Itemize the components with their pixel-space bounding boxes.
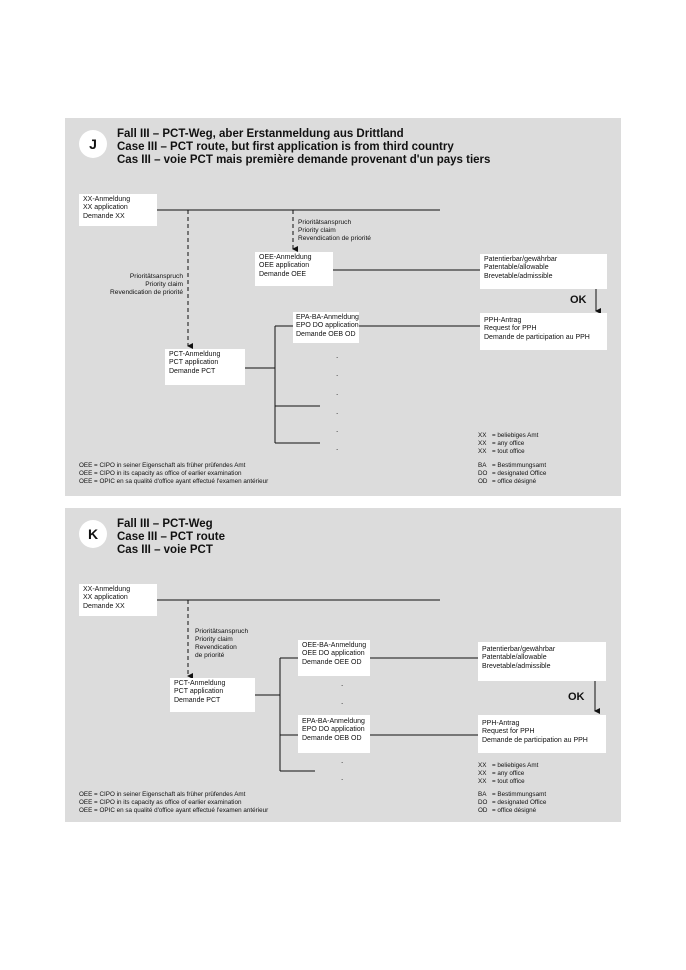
panel-k-legend-ba: BA= Bestimmungsamt DO= designated Office…: [478, 791, 547, 814]
panel-j-continuation-dot: .: [336, 443, 339, 452]
panel-j-priority-claim-right: Prioritätsanspruch Priority claim Revend…: [298, 219, 371, 242]
panel-j-continuation-dot: .: [336, 351, 339, 360]
panel-k-title-de: Fall III – PCT-Weg: [117, 518, 213, 530]
panel-j-title-en: Case III – PCT route, but first applicat…: [117, 141, 454, 153]
panel-j-continuation-dot: .: [336, 388, 339, 397]
panel-k-priority-claim: Prioritätsanspruch Priority claim Revend…: [195, 628, 249, 659]
panel-k-ok-label: OK: [568, 691, 585, 703]
panel-k-oee-do-application-box: OEE-BA-Anmeldung OEE DO application Dema…: [298, 640, 370, 676]
panel-k-title-en: Case III – PCT route: [117, 531, 226, 543]
panel-j-legend-oee: OEE = CIPO in seiner Eigenschaft als frü…: [79, 462, 269, 485]
panel-j-oee-application-box: OEE-Anmeldung OEE application Demande OE…: [255, 252, 333, 286]
panel-k-continuation-dot: .: [341, 679, 344, 688]
panel-j-epa-application-box: EPA-BA-Anmeldung EPO DO application Dema…: [293, 312, 359, 343]
panel-k-continuation-dot: .: [341, 773, 344, 782]
panel-j-pct-application-box: PCT-Anmeldung PCT application Demande PC…: [165, 349, 245, 385]
panel-j-ok-label: OK: [570, 294, 587, 306]
panel-k-badge: K: [79, 520, 107, 548]
panel-k-patentable-box: Patentierbar/gewährbar Patentable/allowa…: [478, 642, 606, 681]
panel-j-legend-ba: BA= Bestimmungsamt DO= designated Office…: [478, 462, 547, 485]
panel-j-continuation-dot: .: [336, 425, 339, 434]
panel-j-diagram: J Fall III – PCT-Weg, aber Erstanmeldung…: [65, 118, 621, 496]
panel-k-legend-oee: OEE = CIPO in seiner Eigenschaft als frü…: [79, 791, 269, 814]
panel-j-title-fr: Cas III – voie PCT mais première demande…: [117, 154, 491, 166]
panel-j-xx-application-box: XX-Anmeldung XX application Demande XX: [79, 194, 157, 226]
panel-k-continuation-dot: .: [341, 756, 344, 765]
panel-k-pph-request-box: PPH-Antrag Request for PPH Demande de pa…: [478, 715, 606, 753]
panel-k-diagram: K Fall III – PCT-Weg Case III – PCT rout…: [65, 508, 621, 822]
panel-k-epa-application-box: EPA-BA-Anmeldung EPO DO application Dema…: [298, 715, 370, 753]
panel-k-connectors: [157, 599, 600, 772]
panel-k-title-fr: Cas III – voie PCT: [117, 544, 213, 556]
panel-k-continuation-dot: .: [341, 697, 344, 706]
panel-j-badge: J: [79, 130, 107, 158]
panel-j-patentable-box: Patentierbar/gewährbar Patentable/allowa…: [480, 254, 607, 289]
panel-j-continuation-dot: .: [336, 369, 339, 378]
panel-j-priority-claim-left: Prioritätsanspruch Priority claim Revend…: [110, 273, 183, 296]
panel-k-xx-application-box: XX-Anmeldung XX application Demande XX: [79, 584, 157, 616]
panel-k-pct-application-box: PCT-Anmeldung PCT application Demande PC…: [170, 678, 255, 712]
panel-j-title-de: Fall III – PCT-Weg, aber Erstanmeldung a…: [117, 128, 404, 140]
panel-j-legend-xx: XX= beliebiges Amt XX= any office XX= to…: [478, 432, 539, 455]
panel-j-continuation-dot: .: [336, 407, 339, 416]
panel-k-legend-xx: XX= beliebiges Amt XX= any office XX= to…: [478, 762, 539, 785]
panel-j-connectors: [157, 209, 601, 444]
panel-j-pph-request-box: PPH-Antrag Request for PPH Demande de pa…: [480, 313, 607, 350]
